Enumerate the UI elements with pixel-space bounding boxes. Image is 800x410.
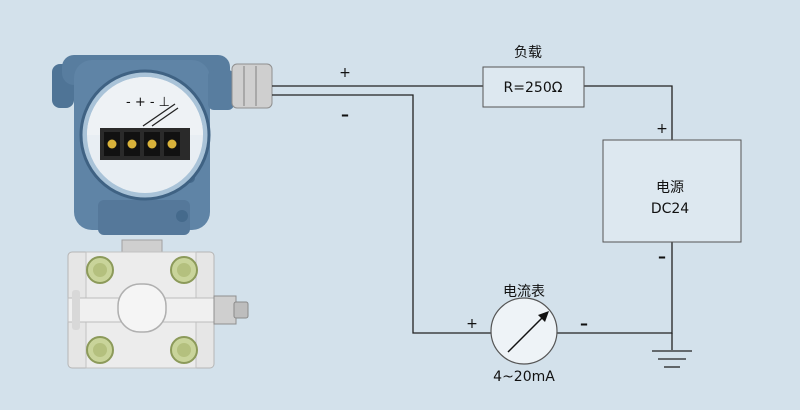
terminals: [104, 132, 180, 156]
signal-minus: –: [341, 105, 349, 124]
power-supply-rating: DC24: [651, 201, 689, 217]
load-resistor-box: [482, 66, 585, 108]
internal-lead-negative: [151, 107, 179, 127]
internal-lead-positive: [142, 103, 176, 127]
pressure-transmitter: - + - ⊥: [52, 55, 273, 369]
ammeter-needle: [507, 313, 547, 353]
wire-ammeter-to-supply: [557, 242, 673, 334]
load-resistance-value: R=250Ω: [504, 80, 563, 96]
cable-gland: [231, 63, 273, 109]
gland-base: [208, 70, 234, 110]
ammeter-range: 4~20mA: [493, 369, 555, 385]
ammeter-dial: [490, 297, 558, 365]
terminal-screw: [147, 139, 157, 149]
power-supply-minus: –: [658, 247, 666, 266]
signal-plus: +: [339, 65, 351, 81]
ammeter-minus: –: [580, 314, 588, 333]
ammeter-needle-arrow-icon: [538, 311, 549, 322]
flange-center-boss: [117, 283, 167, 333]
ground-icon: [652, 350, 692, 368]
vent-valve: [213, 295, 237, 325]
flange-bolts: [86, 256, 198, 364]
housing-neck: [98, 200, 190, 235]
housing-screw: [176, 210, 188, 222]
terminal-polarity-marks: - + - ⊥: [126, 95, 170, 110]
terminal-screw: [107, 139, 117, 149]
power-supply-plus: +: [656, 121, 668, 137]
wires: [272, 85, 673, 350]
ammeter-title: 电流表: [503, 284, 545, 300]
power-supply-name: 电源: [656, 180, 684, 196]
wire-negative-to-ammeter: [272, 94, 491, 334]
power-supply-box: [602, 139, 742, 243]
wire-load-to-supply: [584, 85, 673, 140]
ammeter-plus: +: [466, 316, 478, 332]
terminal-screw: [127, 139, 137, 149]
load-title: 负载: [514, 45, 542, 61]
terminal-screw: [167, 139, 177, 149]
